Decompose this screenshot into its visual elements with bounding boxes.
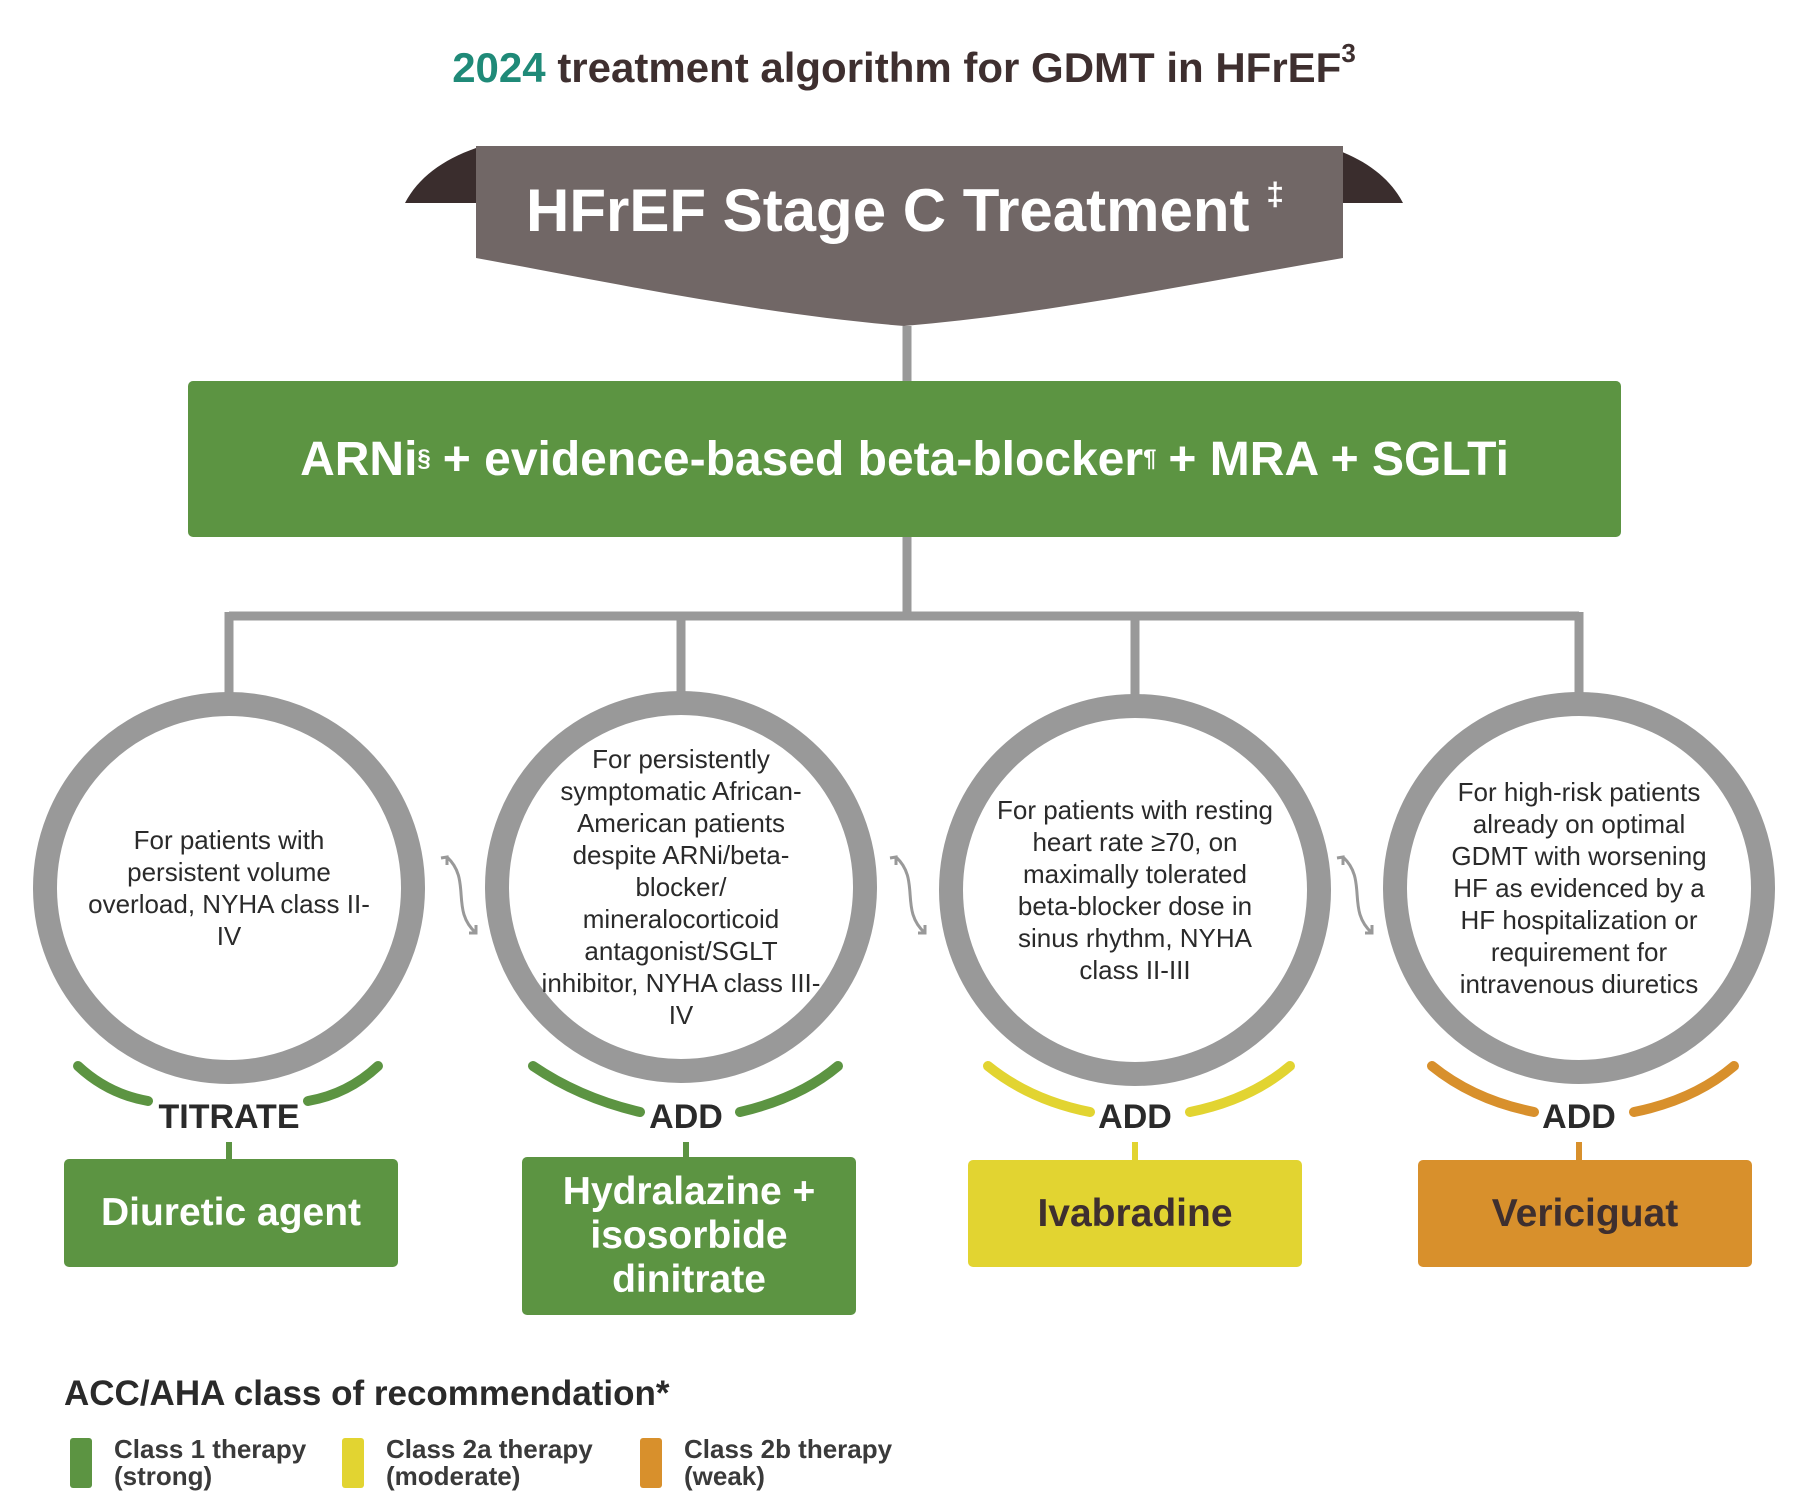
class-arc-right-2 bbox=[735, 1061, 843, 1117]
criteria-text-ivabradine: For patients with resting heart rate ≥70… bbox=[996, 795, 1273, 985]
title-year: 2024 bbox=[452, 44, 546, 91]
action-label-titrate: TITRATE bbox=[158, 1098, 300, 1136]
legend-class1-line1: Class 1 therapy bbox=[114, 1434, 307, 1464]
title-reference: 3 bbox=[1341, 38, 1356, 68]
legend-swatch-class2a bbox=[342, 1438, 364, 1488]
class-arc-right-1 bbox=[303, 1061, 383, 1106]
foundational-therapy-bar: ARNi§+ evidence-based beta-blocker¶+ MRA… bbox=[188, 381, 1621, 537]
title-text: treatment algorithm for GDMT in HFrEF bbox=[557, 44, 1342, 91]
class-arc-left-4 bbox=[1427, 1061, 1539, 1117]
criteria-circle-1 bbox=[33, 692, 425, 1084]
legend-item-class2a: Class 2a therapy (moderate) bbox=[342, 1436, 612, 1490]
criteria-circle-2 bbox=[485, 691, 877, 1083]
class-arc-left-2 bbox=[528, 1061, 645, 1117]
legend-swatch-class1 bbox=[70, 1438, 92, 1488]
criteria-circle-4 bbox=[1383, 692, 1775, 1084]
class-arc-left-3 bbox=[983, 1061, 1095, 1117]
criteria-text-diuretic: For patients with persistent volume over… bbox=[88, 825, 370, 951]
banner-title: HFrEF Stage C Treatment ‡ bbox=[470, 175, 1340, 247]
therapy-box-vericiguat: Vericiguat bbox=[1418, 1160, 1752, 1267]
action-label-add-hydralazine: ADD bbox=[649, 1098, 723, 1136]
legend-class2b-line1: Class 2b therapy bbox=[684, 1434, 893, 1464]
legend-item-class1: Class 1 therapy (strong) bbox=[70, 1436, 320, 1490]
connector-lines bbox=[224, 326, 1584, 697]
legend-item-class2b: Class 2b therapy (weak) bbox=[640, 1436, 910, 1490]
beta-blocker-label: + evidence-based beta-blocker bbox=[442, 432, 1144, 486]
legend-swatch-class2b bbox=[640, 1438, 662, 1488]
criteria-text-vericiguat: For high-risk patients already on optima… bbox=[1451, 777, 1707, 999]
therapy-box-hydralazine: Hydralazine + isosorbide dinitrate bbox=[522, 1157, 856, 1315]
double-arrow-icon bbox=[440, 855, 478, 935]
legend-class1-line2: (strong) bbox=[114, 1461, 213, 1491]
banner-shape bbox=[476, 146, 1343, 326]
class-arc-left-1 bbox=[73, 1061, 153, 1106]
legend-class2a-line2: (moderate) bbox=[386, 1461, 521, 1491]
arni-label: ARNi bbox=[300, 432, 418, 486]
action-label-add-ivabradine: ADD bbox=[1098, 1098, 1172, 1136]
double-arrow-icon bbox=[889, 855, 927, 935]
therapy-box-diuretic: Diuretic agent bbox=[64, 1159, 398, 1267]
therapy-box-ivabradine: Ivabradine bbox=[968, 1160, 1302, 1267]
legend-text-class2a: Class 2a therapy (moderate) bbox=[386, 1436, 593, 1490]
legend-class2b-line2: (weak) bbox=[684, 1461, 765, 1491]
legend-class2a-line1: Class 2a therapy bbox=[386, 1434, 593, 1464]
legend-text-class2b: Class 2b therapy (weak) bbox=[684, 1436, 892, 1490]
mra-sglti-label: + MRA + SGLTi bbox=[1168, 432, 1509, 486]
legend-title: ACC/AHA class of recommendation* bbox=[64, 1374, 670, 1413]
double-arrow-icon bbox=[1336, 855, 1374, 935]
legend-text-class1: Class 1 therapy (strong) bbox=[114, 1436, 306, 1490]
banner-symbol: ‡ bbox=[1266, 176, 1284, 212]
banner-right-wing bbox=[1332, 148, 1403, 203]
criteria-text-hydralazine: For persistently symptomatic African-Ame… bbox=[541, 744, 821, 1030]
banner-title-text: HFrEF Stage C Treatment bbox=[526, 177, 1250, 244]
criteria-circle-3 bbox=[939, 694, 1331, 1086]
page-title: 2024 treatment algorithm for GDMT in HFr… bbox=[0, 40, 1808, 92]
action-label-add-vericiguat: ADD bbox=[1542, 1098, 1616, 1136]
class-arc-right-3 bbox=[1185, 1061, 1295, 1117]
banner-left-wing bbox=[405, 148, 476, 203]
class-arc-right-4 bbox=[1629, 1061, 1739, 1117]
